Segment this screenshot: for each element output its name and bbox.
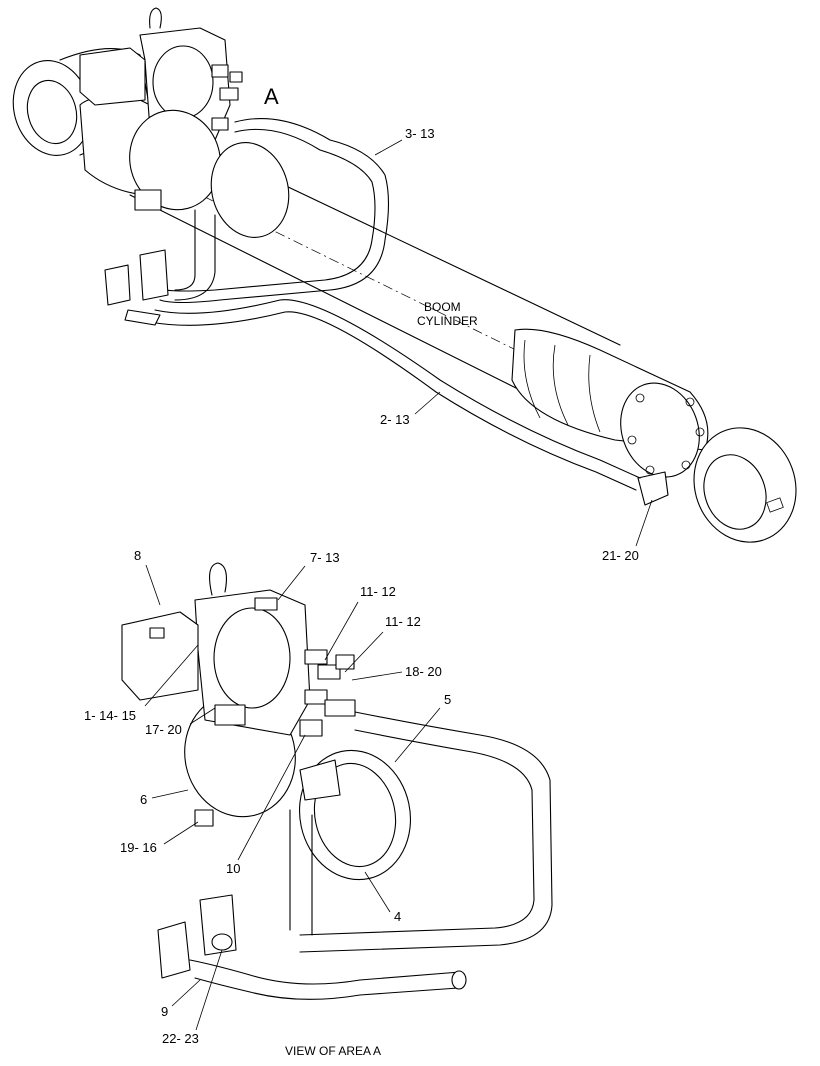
tube-3-13-inner [164,128,376,292]
tube-end-clip [124,309,161,326]
leader-3-13 [374,139,403,156]
tube-2-13 [154,299,641,479]
leader-19-16 [163,821,199,845]
callout-9: 9 [161,1004,168,1019]
callout-8: 8 [134,548,141,563]
view-marker: A [264,84,279,109]
callout-22-23: 22- 23 [162,1031,199,1046]
tube-down [174,209,216,301]
detail-solenoid-bolt [149,627,165,639]
clamp-4-bracket [299,759,341,801]
flange-bolts [627,393,705,475]
leader-22-23 [195,949,223,1031]
callout-18-20: 18- 20 [405,664,442,679]
detail-valve-cover [213,607,291,709]
tube-9 [189,959,461,985]
callout-19-16: 19- 16 [120,840,157,855]
leader-17-20 [189,707,216,725]
clamp-front [210,142,290,238]
boom-cylinder-assembly [12,7,797,543]
leader-1-14-15 [144,644,199,707]
tube-2-13-inner [149,311,637,491]
flange-block-right [139,249,169,301]
callout-17-20: 17- 20 [145,722,182,737]
clamp-bolts [134,189,162,211]
cat-logo-mark [766,497,784,513]
tube-9-inner [194,977,459,1000]
tube-5 [299,711,553,953]
leader-18-20 [351,671,403,681]
callout-11-12-b: 11- 12 [385,614,421,629]
detail-flange-left [157,921,191,979]
callout-4: 4 [394,909,401,924]
detail-plug [211,933,233,951]
leader-2-13 [414,391,441,415]
detail-cover-plate [254,597,278,611]
callout-3-13: 3- 13 [405,126,435,141]
callout-11-12-a: 11- 12 [360,584,396,599]
view-caption: VIEW OF AREA A [285,1044,381,1058]
callout-2-13: 2- 13 [380,412,410,427]
valve-solenoid [79,47,146,106]
leader-11-12-b [344,631,384,673]
detail-solenoid [121,611,199,701]
callout-21-20: 21- 20 [602,548,639,563]
callout-10: 10 [226,861,240,876]
clamp-rear [129,109,221,211]
part-name-line1: BOOM [424,300,461,314]
leader-5 [394,707,441,763]
flange-block-left [104,264,131,306]
leader-6 [151,789,189,799]
tube-9-end [451,970,467,990]
clamp-6-bolt [194,809,214,827]
head-bracket [637,471,669,506]
rod-eye-bore [703,454,767,530]
callout-1-14-15: 1- 14- 15 [84,708,136,723]
leader-9 [171,979,201,1007]
head-bands [523,339,601,433]
base-eye-bore [26,79,78,145]
area-a-detail [121,562,553,1000]
head-flange [620,382,700,478]
valve-cover [152,45,214,119]
tube-vertical [289,809,313,936]
valve-lift-eye [149,7,162,29]
callout-7-13: 7- 13 [310,550,340,565]
valve-fittings [211,64,243,131]
callout-5: 5 [444,692,451,707]
detail-mount-bolts [214,704,246,726]
detail-lift-eye [209,562,227,596]
tube-3-13 [159,118,390,304]
detail-fittings [299,649,356,737]
tube-5-inner [299,729,535,936]
leader-11-12-a [324,601,359,661]
leader-10 [237,734,306,861]
leader-21-20 [635,499,653,547]
leader-8 [145,564,161,606]
leader-7-13 [277,565,306,601]
leader-4 [364,871,391,913]
part-name-line2: CYLINDER [417,314,478,328]
callout-6: 6 [140,792,147,807]
